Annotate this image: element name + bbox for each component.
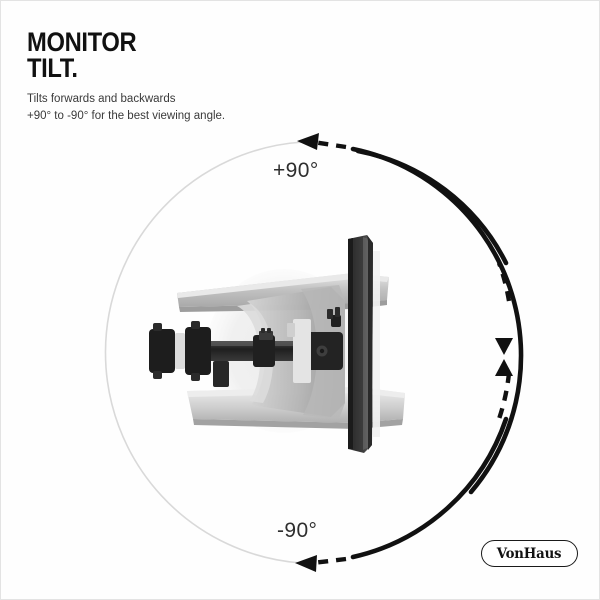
- subtitle: Tilts forwards and backwards +90° to -90…: [27, 91, 367, 125]
- arm-drop-tab: [213, 361, 229, 387]
- arrow-head-right-down: [495, 338, 513, 355]
- rotation-arc-solid-right: [350, 148, 509, 560]
- arm-joint-end: [149, 329, 175, 373]
- rotation-arc-light: [104, 141, 304, 564]
- panel-edge-highlight: [373, 251, 380, 437]
- vonhaus-logo-text: VonHaus: [497, 545, 562, 562]
- title-line-1: MONITOR: [27, 27, 137, 57]
- subtitle-line-2: +90° to -90° for the best viewing angle.: [27, 110, 226, 122]
- page-title: MONITOR TILT.: [27, 27, 357, 83]
- bracket-detail: [259, 328, 273, 340]
- arm-clamp-mid: [253, 335, 275, 367]
- vonhaus-logo: VonHaus: [481, 540, 578, 567]
- arrow-head-top: [297, 133, 319, 150]
- monitor-assembly: [149, 235, 405, 453]
- monitor-panel-dark: [348, 235, 373, 453]
- subtitle-line-1: Tilts forwards and backwards: [27, 93, 176, 105]
- arrow-head-bottom: [295, 555, 317, 572]
- angle-label-minus-90: -90°: [277, 519, 318, 542]
- vesa-bracket: [287, 307, 341, 383]
- angle-label-plus-90: +90°: [273, 159, 319, 182]
- arrow-head-right-up: [495, 359, 513, 376]
- title-line-2: TILT.: [27, 53, 78, 83]
